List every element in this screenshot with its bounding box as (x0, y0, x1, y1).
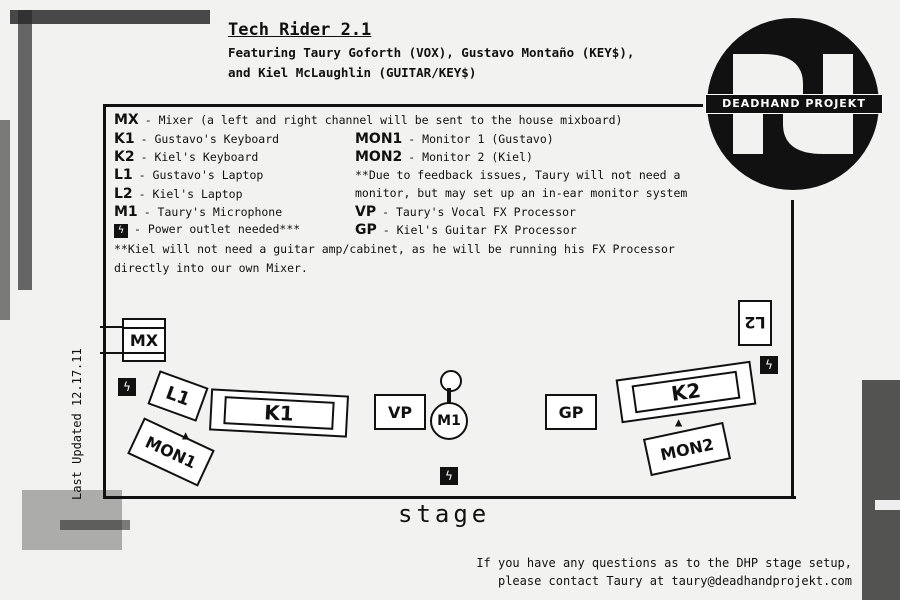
vocal-fx-processor: VP (374, 394, 426, 430)
legend-k1: K1- Gustavo's Keyboard (114, 131, 280, 147)
arrow-up-icon: ▲ (675, 415, 683, 429)
grunge-strip (862, 380, 900, 600)
logo-text: DEADHAND PROJEKT (705, 94, 883, 114)
keyboard-k1: K1 (208, 388, 350, 438)
contact-line: please contact Taury at taury@deadhandpr… (497, 574, 852, 588)
grunge-strip (875, 500, 900, 510)
subtitle-line: Featuring Taury Goforth (VOX), Gustavo M… (228, 45, 635, 60)
page-title: Tech Rider 2.1 (228, 20, 372, 40)
legend-l2: L2- Kiel's Laptop (114, 186, 243, 202)
legend-mon2: MON2- Monitor 2 (Kiel) (355, 149, 533, 165)
microphone-m1: M1 (430, 402, 468, 440)
stage-frame-right (791, 200, 794, 499)
keyboard-k2-label: K2 (631, 370, 741, 414)
last-updated: Last Updated 12.17.11 (70, 348, 84, 500)
guitar-fx-processor: GP (545, 394, 597, 430)
mixer-box: MX (121, 318, 167, 362)
legend-mon1: MON1- Monitor 1 (Gustavo) (355, 131, 554, 147)
legend-amp-note: **Kiel will not need a guitar amp/cabine… (114, 242, 675, 256)
grunge-strip (10, 10, 210, 24)
stage-frame (103, 104, 796, 499)
mixer-label: MX (121, 326, 167, 354)
stage-frame-top (103, 104, 703, 107)
subtitle-line: and Kiel McLaughlin (GUITAR/KEY$) (228, 65, 477, 80)
laptop-l2: L2 (738, 300, 772, 346)
legend-l1: L1- Gustavo's Laptop (114, 167, 264, 183)
stage-label: stage (398, 500, 491, 528)
power-outlet-icon: ϟ (760, 356, 778, 374)
legend-k2: K2- Kiel's Keyboard (114, 149, 259, 165)
power-outlet-icon: ϟ (114, 224, 128, 238)
mixer-connector (100, 326, 124, 328)
grunge-strip (18, 10, 32, 290)
mic-stand-top-icon (440, 370, 462, 392)
power-outlet-icon: ϟ (118, 378, 136, 396)
legend-mx: MX- Mixer (a left and right channel will… (114, 112, 623, 128)
power-outlet-icon: ϟ (440, 467, 458, 485)
mic-stand-pole (447, 388, 451, 404)
keyboard-k1-label: K1 (223, 396, 335, 430)
legend-vp: VP- Taury's Vocal FX Processor (355, 204, 576, 220)
contact-line: If you have any questions as to the DHP … (476, 556, 852, 570)
legend-amp-note: directly into our own Mixer. (114, 261, 308, 275)
legend-feedback-note: **Due to feedback issues, Taury will not… (355, 168, 681, 182)
grunge-strip (0, 120, 10, 320)
arrow-up-icon: ▲ (182, 428, 190, 442)
grunge-strip (60, 520, 130, 530)
legend-power: ϟ- Power outlet needed*** (114, 222, 300, 238)
legend-gp: GP- Kiel's Guitar FX Processor (355, 222, 577, 238)
mixer-connector (100, 352, 124, 354)
legend-feedback-note: monitor, but may set up an in-ear monito… (355, 186, 688, 200)
legend-m1: M1- Taury's Microphone (114, 204, 283, 220)
